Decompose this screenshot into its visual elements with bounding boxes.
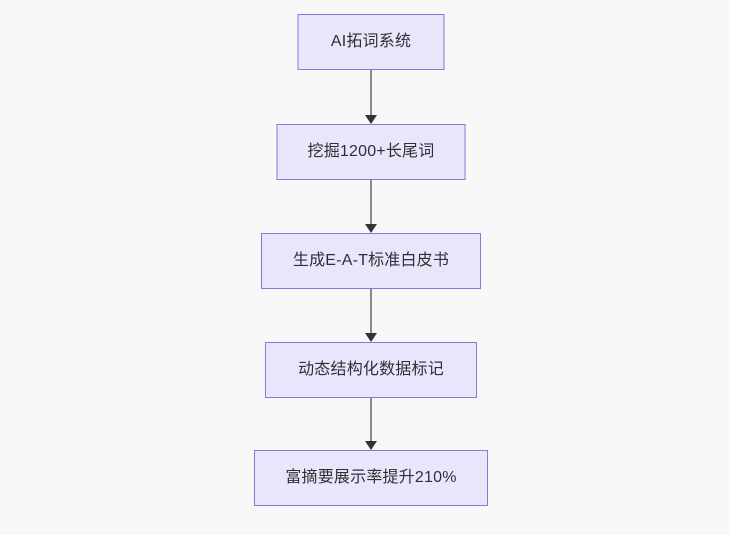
flow-node-label: 挖掘1200+长尾词 (307, 143, 435, 160)
flow-node-label: 生成E-A-T标准白皮书 (292, 252, 450, 269)
edge-arrowhead-icon (365, 115, 377, 124)
flow-edge-node2-node3 (359, 180, 383, 233)
edge-arrowhead-icon (365, 224, 377, 233)
edge-arrowhead-icon (365, 441, 377, 450)
edge-line (370, 289, 372, 333)
flow-edge-node4-node5 (359, 398, 383, 450)
flow-edge-node1-node2 (359, 70, 383, 124)
flow-node-rich-snippet-impression-lift[interactable]: 富摘要展示率提升210% (254, 450, 488, 506)
flow-node-ai-keyword-system[interactable]: AI拓词系统 (297, 14, 445, 70)
edge-line (370, 70, 372, 115)
flow-node-label: 动态结构化数据标记 (298, 361, 444, 378)
flow-node-mine-longtail-keywords[interactable]: 挖掘1200+长尾词 (276, 124, 466, 180)
flow-node-label: 富摘要展示率提升210% (285, 469, 457, 486)
flow-node-generate-eat-whitepaper[interactable]: 生成E-A-T标准白皮书 (261, 233, 481, 289)
flow-edge-node3-node4 (359, 289, 383, 342)
flow-node-label: AI拓词系统 (330, 33, 412, 50)
flow-node-dynamic-structured-data-markup[interactable]: 动态结构化数据标记 (265, 342, 477, 398)
edge-line (370, 180, 372, 224)
edge-arrowhead-icon (365, 333, 377, 342)
edge-line (370, 398, 372, 441)
